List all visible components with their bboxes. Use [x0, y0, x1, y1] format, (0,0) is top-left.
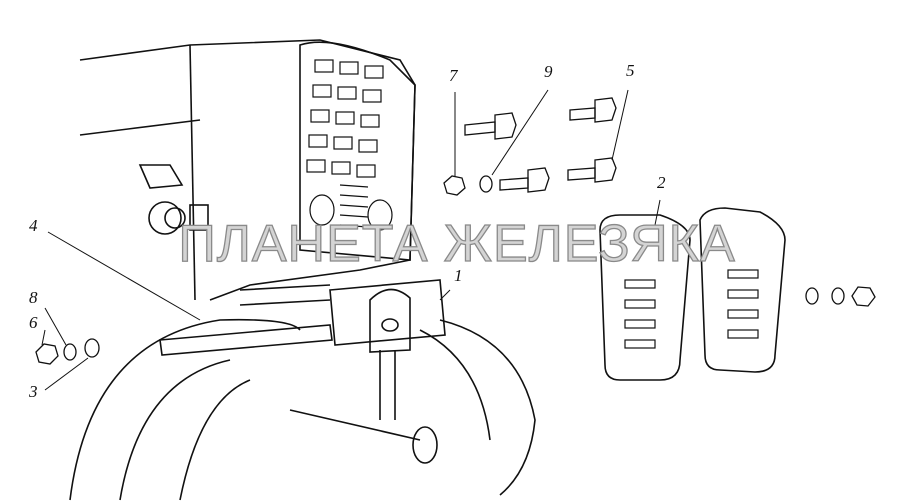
watermark: ПЛАНЕТА ЖЕЛЕЗЯКА: [178, 214, 736, 273]
callout-2: 2: [657, 173, 666, 192]
callout-6: 6: [29, 313, 38, 332]
callout-7: 7: [449, 66, 458, 85]
callout-8: 8: [29, 288, 38, 307]
headlight: [138, 164, 209, 235]
callout-9: 9: [544, 62, 553, 81]
leader-lines: [41, 89, 661, 391]
callout-4: 4: [29, 216, 38, 235]
callout-3: 3: [29, 382, 38, 401]
radiator-grille: [299, 41, 416, 261]
bolts: [464, 97, 617, 193]
counterweights: [599, 207, 786, 381]
bracket-rod: [159, 284, 438, 464]
nuts-washers: [35, 175, 876, 365]
wheel: [69, 318, 536, 501]
callout-5: 5: [626, 61, 635, 80]
counterweight-bracket: [329, 279, 446, 353]
callout-1: 1: [454, 266, 463, 285]
